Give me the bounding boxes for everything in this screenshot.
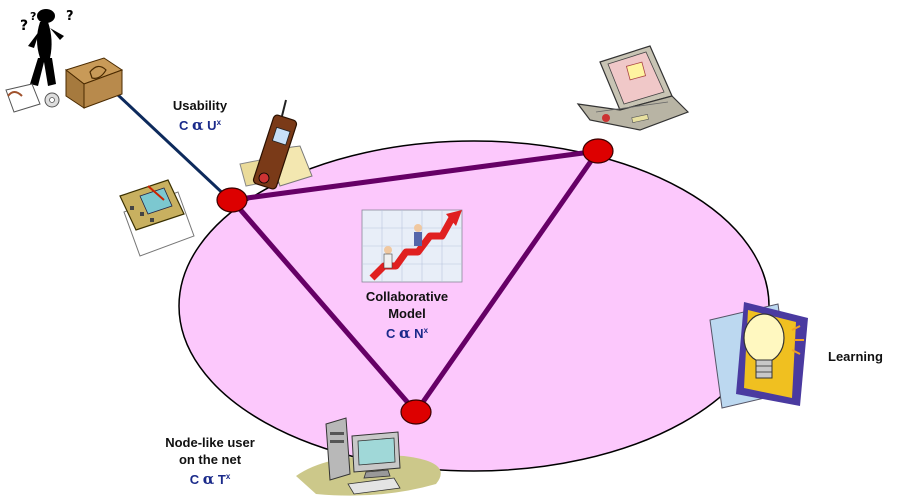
svg-text:?: ? xyxy=(20,18,28,34)
laptop-icon xyxy=(576,45,690,131)
usability-title: Usability xyxy=(172,98,228,113)
formula-alpha: α xyxy=(399,324,411,342)
formula-var: N xyxy=(414,326,424,341)
node-usability xyxy=(216,187,248,213)
nodeuser-line1: Node-like user xyxy=(165,435,255,450)
collaborative-formula: C α Nx xyxy=(342,322,472,342)
nodeuser-formula: C α Tx xyxy=(140,468,280,488)
usability-label: Usability C α Ux xyxy=(155,97,245,134)
learning-label: Learning xyxy=(828,349,883,364)
formula-c: C xyxy=(178,118,189,133)
svg-text:?: ? xyxy=(66,9,74,24)
formula-exp: x xyxy=(216,118,222,127)
collaborative-label: Collaborative Model C α Nx xyxy=(342,288,472,342)
formula-c: C xyxy=(189,472,200,487)
formula-exp: x xyxy=(423,326,429,335)
svg-text:?: ? xyxy=(30,10,36,23)
connector-line xyxy=(116,93,232,202)
confused-person-box-icon: ? ? ? xyxy=(5,9,124,113)
usability-formula: C α Ux xyxy=(155,114,245,134)
lightbulb-icon xyxy=(709,302,808,409)
formula-var: T xyxy=(217,472,226,487)
collaborative-title-line1: Collaborative xyxy=(365,289,449,304)
network-ellipse xyxy=(178,140,770,472)
formula-alpha: α xyxy=(202,470,215,488)
business-chart-icon xyxy=(361,209,463,283)
nodeuser-line2: on the net xyxy=(178,452,242,467)
triangle-edge-top xyxy=(231,148,599,203)
formula-c: C xyxy=(385,326,396,341)
triangle-edge-right xyxy=(413,149,601,414)
node-top-right xyxy=(582,138,614,164)
formula-exp: x xyxy=(225,472,231,481)
nodeuser-label: Node-like user on the net C α Tx xyxy=(140,434,280,488)
desktop-computer-icon xyxy=(296,417,441,496)
collaborative-title-line2: Model xyxy=(388,306,426,321)
drawing-tablet-icon xyxy=(119,179,195,257)
cell-phone-icon xyxy=(239,99,313,190)
formula-var: U xyxy=(207,118,217,133)
node-bottom xyxy=(400,399,432,425)
formula-alpha: α xyxy=(192,116,204,134)
triangle-edge-left xyxy=(230,198,418,414)
